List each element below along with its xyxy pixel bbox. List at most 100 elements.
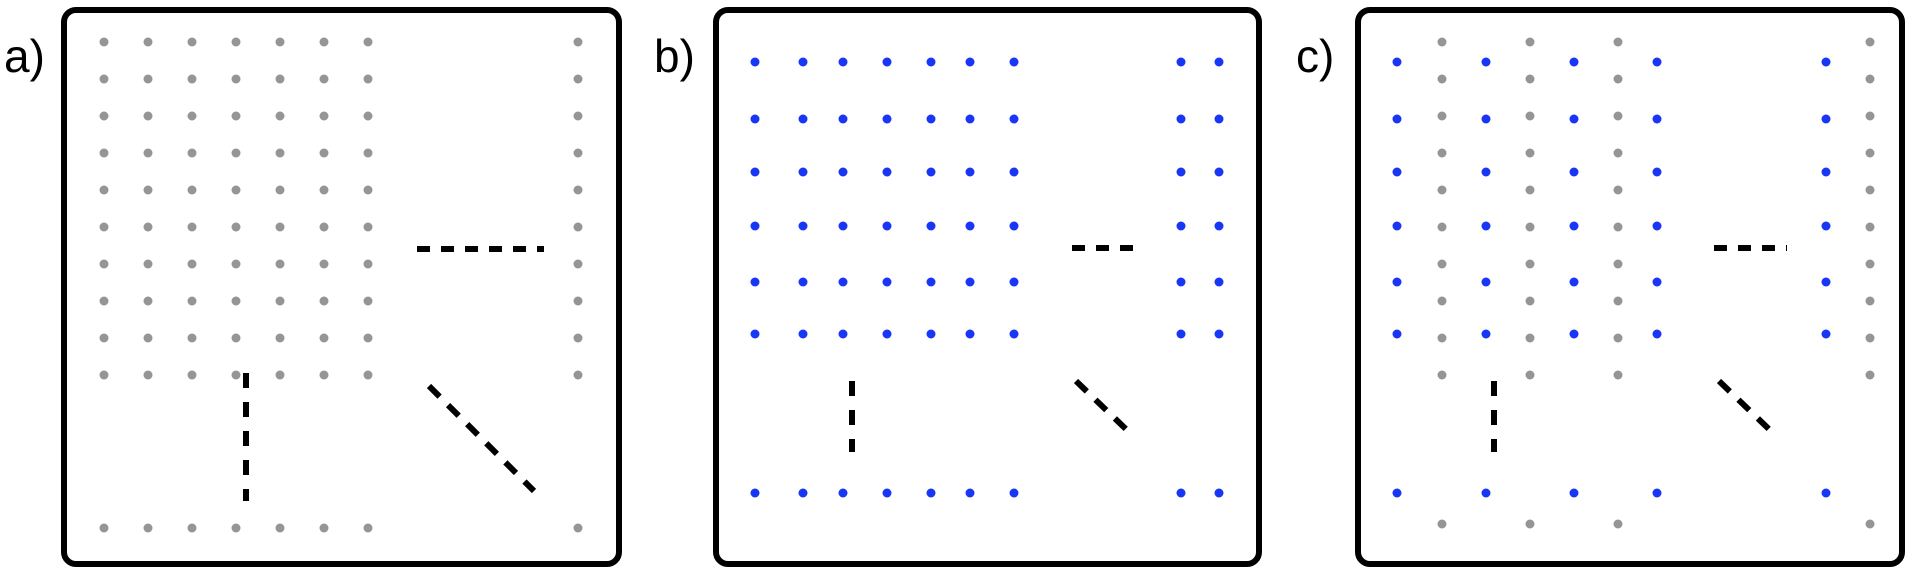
panel-label-c: c) — [1296, 30, 1334, 82]
blue-dot — [1176, 167, 1186, 177]
gray-dot — [99, 333, 109, 343]
gray-dot — [319, 370, 329, 380]
blue-dot — [926, 329, 936, 339]
blue-dot — [1569, 277, 1579, 287]
blue-dot — [1652, 329, 1662, 339]
blue-dot — [1214, 114, 1224, 124]
blue-dot — [798, 488, 808, 498]
blue-dot — [1214, 329, 1224, 339]
gray-dot — [1865, 74, 1875, 84]
gray-dot — [187, 296, 197, 306]
gray-dot — [363, 185, 373, 195]
gray-dot — [275, 296, 285, 306]
blue-dot — [838, 57, 848, 67]
panel-frame-b — [713, 7, 1262, 567]
gray-dot — [99, 222, 109, 232]
gray-dot — [573, 222, 583, 232]
gray-dot — [143, 370, 153, 380]
blue-dot — [1652, 221, 1662, 231]
gray-dot — [1865, 333, 1875, 343]
blue-dot — [798, 221, 808, 231]
gray-dot — [363, 148, 373, 158]
gray-dot — [1437, 370, 1447, 380]
blue-dot — [1392, 488, 1402, 498]
blue-dot — [1652, 57, 1662, 67]
gray-dot — [1525, 37, 1535, 47]
gray-dot — [1437, 74, 1447, 84]
gray-dot — [275, 37, 285, 47]
gray-dot — [1865, 185, 1875, 195]
blue-dot — [1821, 221, 1831, 231]
gray-dot — [573, 185, 583, 195]
blue-dot — [1821, 114, 1831, 124]
blue-dot — [1569, 488, 1579, 498]
diagonal-ellipsis — [1073, 378, 1133, 436]
gray-dot — [1525, 222, 1535, 232]
blue-dot — [1392, 114, 1402, 124]
gray-dot — [573, 523, 583, 533]
gray-dot — [319, 37, 329, 47]
blue-dot — [1392, 167, 1402, 177]
gray-dot — [363, 259, 373, 269]
blue-dot — [1176, 57, 1186, 67]
blue-dot — [965, 488, 975, 498]
gray-dot — [319, 259, 329, 269]
blue-dot — [1569, 114, 1579, 124]
blue-dot — [798, 277, 808, 287]
gray-dot — [231, 74, 241, 84]
blue-dot — [1481, 114, 1491, 124]
gray-dot — [143, 333, 153, 343]
gray-dot — [99, 523, 109, 533]
blue-dot — [965, 277, 975, 287]
blue-dot — [1214, 488, 1224, 498]
gray-dot — [319, 296, 329, 306]
gray-dot — [231, 259, 241, 269]
gray-dot — [1437, 111, 1447, 121]
gray-dot — [319, 111, 329, 121]
blue-dot — [750, 57, 760, 67]
gray-dot — [1613, 185, 1623, 195]
gray-dot — [275, 222, 285, 232]
gray-dot — [319, 74, 329, 84]
gray-dot — [1865, 37, 1875, 47]
gray-dot — [187, 333, 197, 343]
blue-dot — [798, 167, 808, 177]
gray-dot — [573, 370, 583, 380]
gray-dot — [99, 296, 109, 306]
gray-dot — [275, 259, 285, 269]
gray-dot — [319, 523, 329, 533]
blue-dot — [1176, 221, 1186, 231]
gray-dot — [363, 333, 373, 343]
gray-dot — [99, 111, 109, 121]
gray-dot — [1613, 222, 1623, 232]
blue-dot — [1009, 221, 1019, 231]
gray-dot — [231, 333, 241, 343]
blue-dot — [1569, 221, 1579, 231]
gray-dot — [187, 370, 197, 380]
gray-dot — [1865, 222, 1875, 232]
blue-dot — [750, 329, 760, 339]
blue-dot — [1481, 57, 1491, 67]
gray-dot — [573, 111, 583, 121]
gray-dot — [1437, 37, 1447, 47]
gray-dot — [573, 259, 583, 269]
gray-dot — [99, 370, 109, 380]
gray-dot — [1437, 222, 1447, 232]
blue-dot — [1009, 114, 1019, 124]
gray-dot — [231, 148, 241, 158]
gray-dot — [1525, 259, 1535, 269]
blue-dot — [882, 167, 892, 177]
gray-dot — [319, 185, 329, 195]
blue-dot — [1652, 277, 1662, 287]
gray-dot — [319, 222, 329, 232]
gray-dot — [143, 111, 153, 121]
gray-dot — [143, 259, 153, 269]
blue-dot — [1392, 329, 1402, 339]
gray-dot — [1437, 259, 1447, 269]
gray-dot — [319, 333, 329, 343]
gray-dot — [187, 259, 197, 269]
gray-dot — [1613, 296, 1623, 306]
gray-dot — [573, 37, 583, 47]
blue-dot — [882, 488, 892, 498]
blue-dot — [838, 277, 848, 287]
